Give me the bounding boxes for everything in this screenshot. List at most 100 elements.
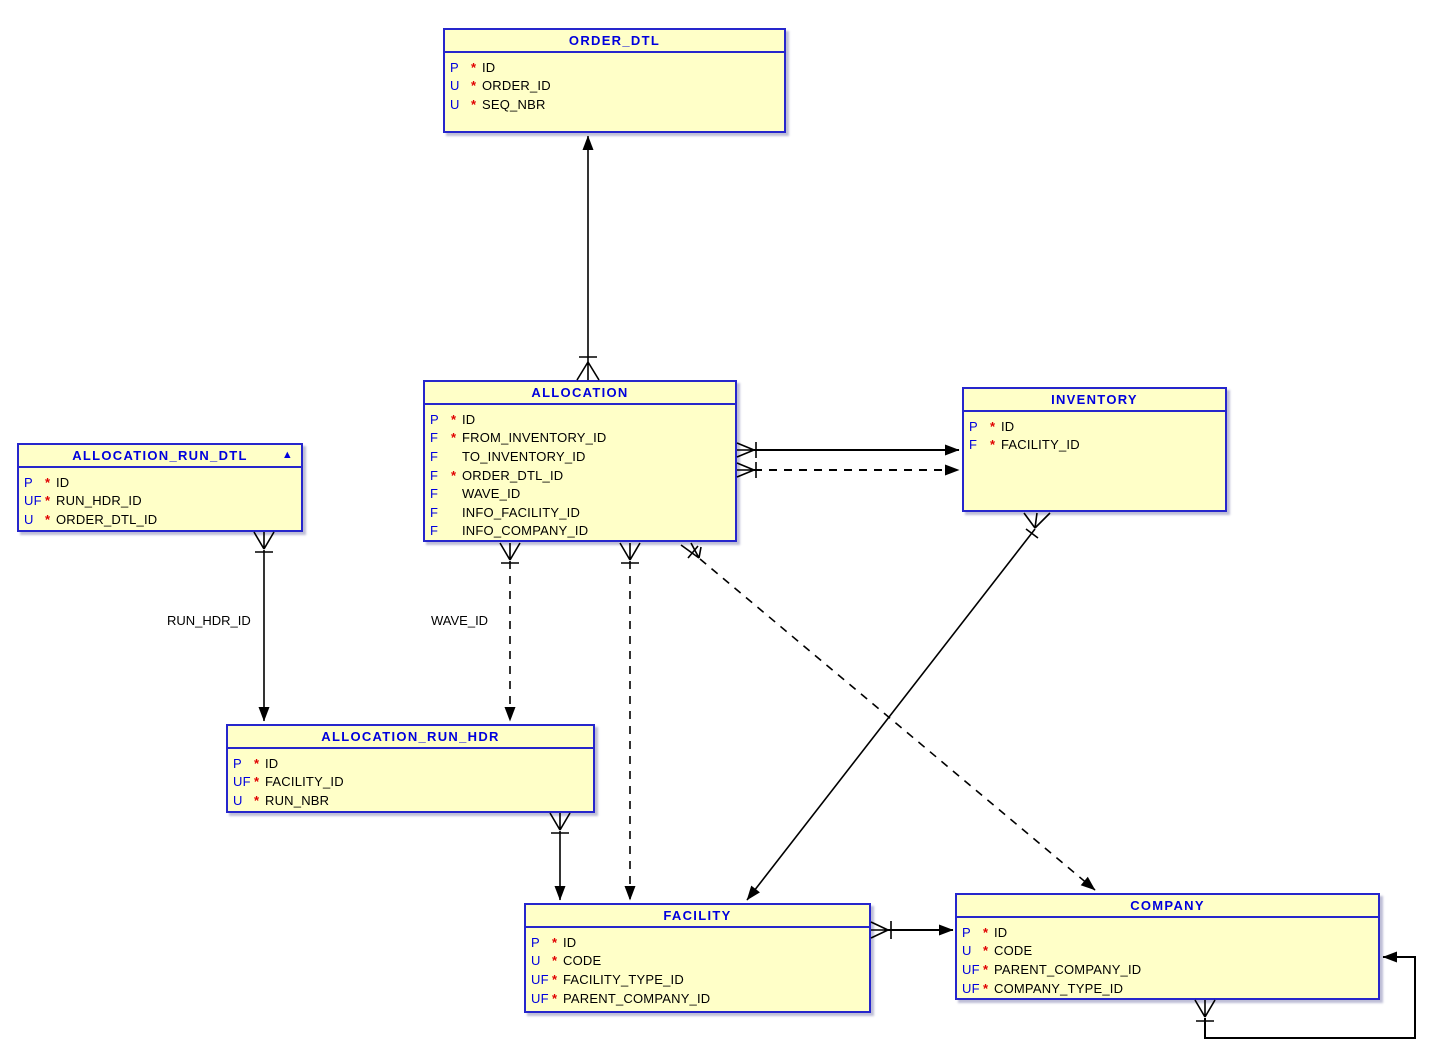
field-row: F TO_INVENTORY_ID [430, 447, 735, 466]
field-name: WAVE_ID [462, 486, 521, 502]
entity-facility-title: FACILITY [526, 905, 869, 928]
entity-order-dtl-fields: P*ID U * ORDER_ID U*SEQ_NBR [445, 53, 784, 114]
rel-allocation-run-hdr[interactable] [499, 542, 521, 722]
field-name: FROM_INVENTORY_ID [462, 430, 607, 446]
required-marker: * [552, 953, 558, 969]
field-row: UF* COMPANY_TYPE_ID [962, 979, 1378, 998]
key-flag: P [24, 474, 33, 490]
entity-allocation-run-dtl[interactable]: ALLOCATION_RUN_DTL ▲ P*ID UF*RUN_HDR_ID … [17, 443, 303, 532]
required-marker: * [990, 418, 996, 434]
key-flag: F [969, 437, 978, 453]
field-row: F INFO_COMPANY_ID [430, 522, 735, 541]
rel-inventory-facility[interactable] [746, 512, 1051, 901]
key-flag: F [430, 467, 439, 483]
entity-title-text: ALLOCATION_RUN_HDR [321, 729, 500, 744]
field-name: RUN_HDR_ID [56, 493, 142, 509]
rel-allocation-inventory-dashed[interactable] [736, 462, 960, 478]
field-name: CODE [563, 953, 602, 969]
key-flag: P [430, 411, 439, 427]
required-marker: * [552, 934, 558, 950]
field-name: INFO_COMPANY_ID [462, 523, 589, 539]
entity-title-text: COMPANY [1130, 898, 1205, 913]
required-marker: * [451, 467, 457, 483]
field-row: P*ID [24, 473, 301, 492]
key-flag: P [450, 59, 459, 75]
field-name: RUN_NBR [265, 792, 330, 808]
field-row: P*ID [233, 754, 593, 773]
field-row: F * FROM_INVENTORY_ID [430, 429, 735, 448]
entity-company[interactable]: COMPANY P*ID U*CODE UF*PARENT_COMPANY_ID… [955, 893, 1380, 1000]
field-name: PARENT_COMPANY_ID [994, 961, 1142, 977]
key-flag: P [969, 418, 978, 434]
entity-title-text: FACILITY [663, 908, 732, 923]
key-flag: U [233, 792, 243, 808]
entity-inventory[interactable]: INVENTORY P*ID F*FACILITY_ID [962, 387, 1227, 512]
field-name: CODE [994, 943, 1033, 959]
rel-allocation-inventory-solid[interactable] [736, 442, 960, 458]
required-marker: * [983, 980, 989, 996]
field-name: ORDER_DTL_ID [462, 467, 564, 483]
field-name: COMPANY_TYPE_ID [994, 980, 1124, 996]
required-marker: * [45, 474, 51, 490]
collapse-triangle-icon[interactable]: ▲ [281, 449, 294, 461]
field-row: F INFO_FACILITY_ID [430, 503, 735, 522]
rel-run-dtl-run-hdr[interactable] [253, 531, 275, 722]
rel-allocation-order-dtl[interactable] [576, 135, 600, 381]
field-row: U*ORDER_DTL_ID [24, 510, 301, 529]
entity-inventory-title: INVENTORY [964, 389, 1225, 412]
entity-allocation-run-hdr-fields: P*ID UF*FACILITY_ID U*RUN_NBR [228, 749, 593, 810]
field-row: U*CODE [531, 952, 869, 971]
field-name: SEQ_NBR [482, 96, 546, 112]
field-row: UF*FACILITY_TYPE_ID [531, 970, 869, 989]
key-flag: F [430, 486, 439, 502]
entity-allocation-run-hdr-title: ALLOCATION_RUN_HDR [228, 726, 593, 749]
required-marker: * [254, 755, 260, 771]
key-flag: UF [962, 980, 980, 996]
key-flag: F [430, 523, 439, 539]
key-flag: U [450, 78, 460, 94]
required-marker: * [983, 924, 989, 940]
key-flag: P [531, 934, 540, 950]
entity-allocation-run-dtl-title: ALLOCATION_RUN_DTL ▲ [19, 445, 301, 468]
entity-facility[interactable]: FACILITY P*ID U*CODE UF*FACILITY_TYPE_ID… [524, 903, 871, 1013]
key-flag: U [450, 96, 460, 112]
required-marker: * [254, 774, 260, 790]
key-flag: UF [24, 493, 42, 509]
rel-allocation-company[interactable] [680, 542, 1096, 891]
rel-run-hdr-facility[interactable] [549, 812, 571, 901]
required-marker: * [471, 78, 477, 94]
key-flag: UF [233, 774, 251, 790]
entity-order-dtl[interactable]: ORDER_DTL P*ID U * ORDER_ID U*SEQ_NBR [443, 28, 786, 133]
entity-facility-fields: P*ID U*CODE UF*FACILITY_TYPE_ID UF*PAREN… [526, 928, 869, 1007]
entity-title-text: ALLOCATION [531, 385, 629, 400]
field-row: P*ID [450, 58, 784, 77]
field-name: ORDER_ID [482, 78, 551, 94]
entity-title-text: ORDER_DTL [568, 33, 661, 48]
key-flag: UF [531, 990, 549, 1006]
required-marker: * [983, 961, 989, 977]
key-flag: P [233, 755, 242, 771]
field-name: FACILITY_TYPE_ID [563, 971, 684, 987]
field-name: ID [994, 924, 1008, 940]
key-flag: F [430, 430, 439, 446]
key-flag: F [430, 448, 439, 464]
field-name: TO_INVENTORY_ID [462, 448, 586, 464]
field-row: U * RUN_NBR [233, 791, 593, 810]
entity-allocation-run-hdr[interactable]: ALLOCATION_RUN_HDR P*ID UF*FACILITY_ID U… [226, 724, 595, 813]
field-row: UF*FACILITY_ID [233, 773, 593, 792]
field-name: INFO_FACILITY_ID [462, 504, 581, 520]
entity-company-fields: P*ID U*CODE UF*PARENT_COMPANY_ID UF*COMP… [957, 918, 1378, 997]
key-flag: F [430, 504, 439, 520]
field-row: U*SEQ_NBR [450, 95, 784, 114]
required-marker: * [451, 430, 457, 446]
field-row: P*ID [969, 417, 1225, 436]
entity-inventory-fields: P*ID F*FACILITY_ID [964, 412, 1225, 454]
field-row: U * ORDER_ID [450, 77, 784, 96]
required-marker: * [254, 792, 260, 808]
rel-facility-company[interactable] [870, 921, 954, 939]
rel-company-self[interactable] [1194, 951, 1416, 1039]
rel-allocation-facility[interactable] [619, 542, 641, 901]
entity-title-text: ALLOCATION_RUN_DTL [72, 448, 248, 463]
